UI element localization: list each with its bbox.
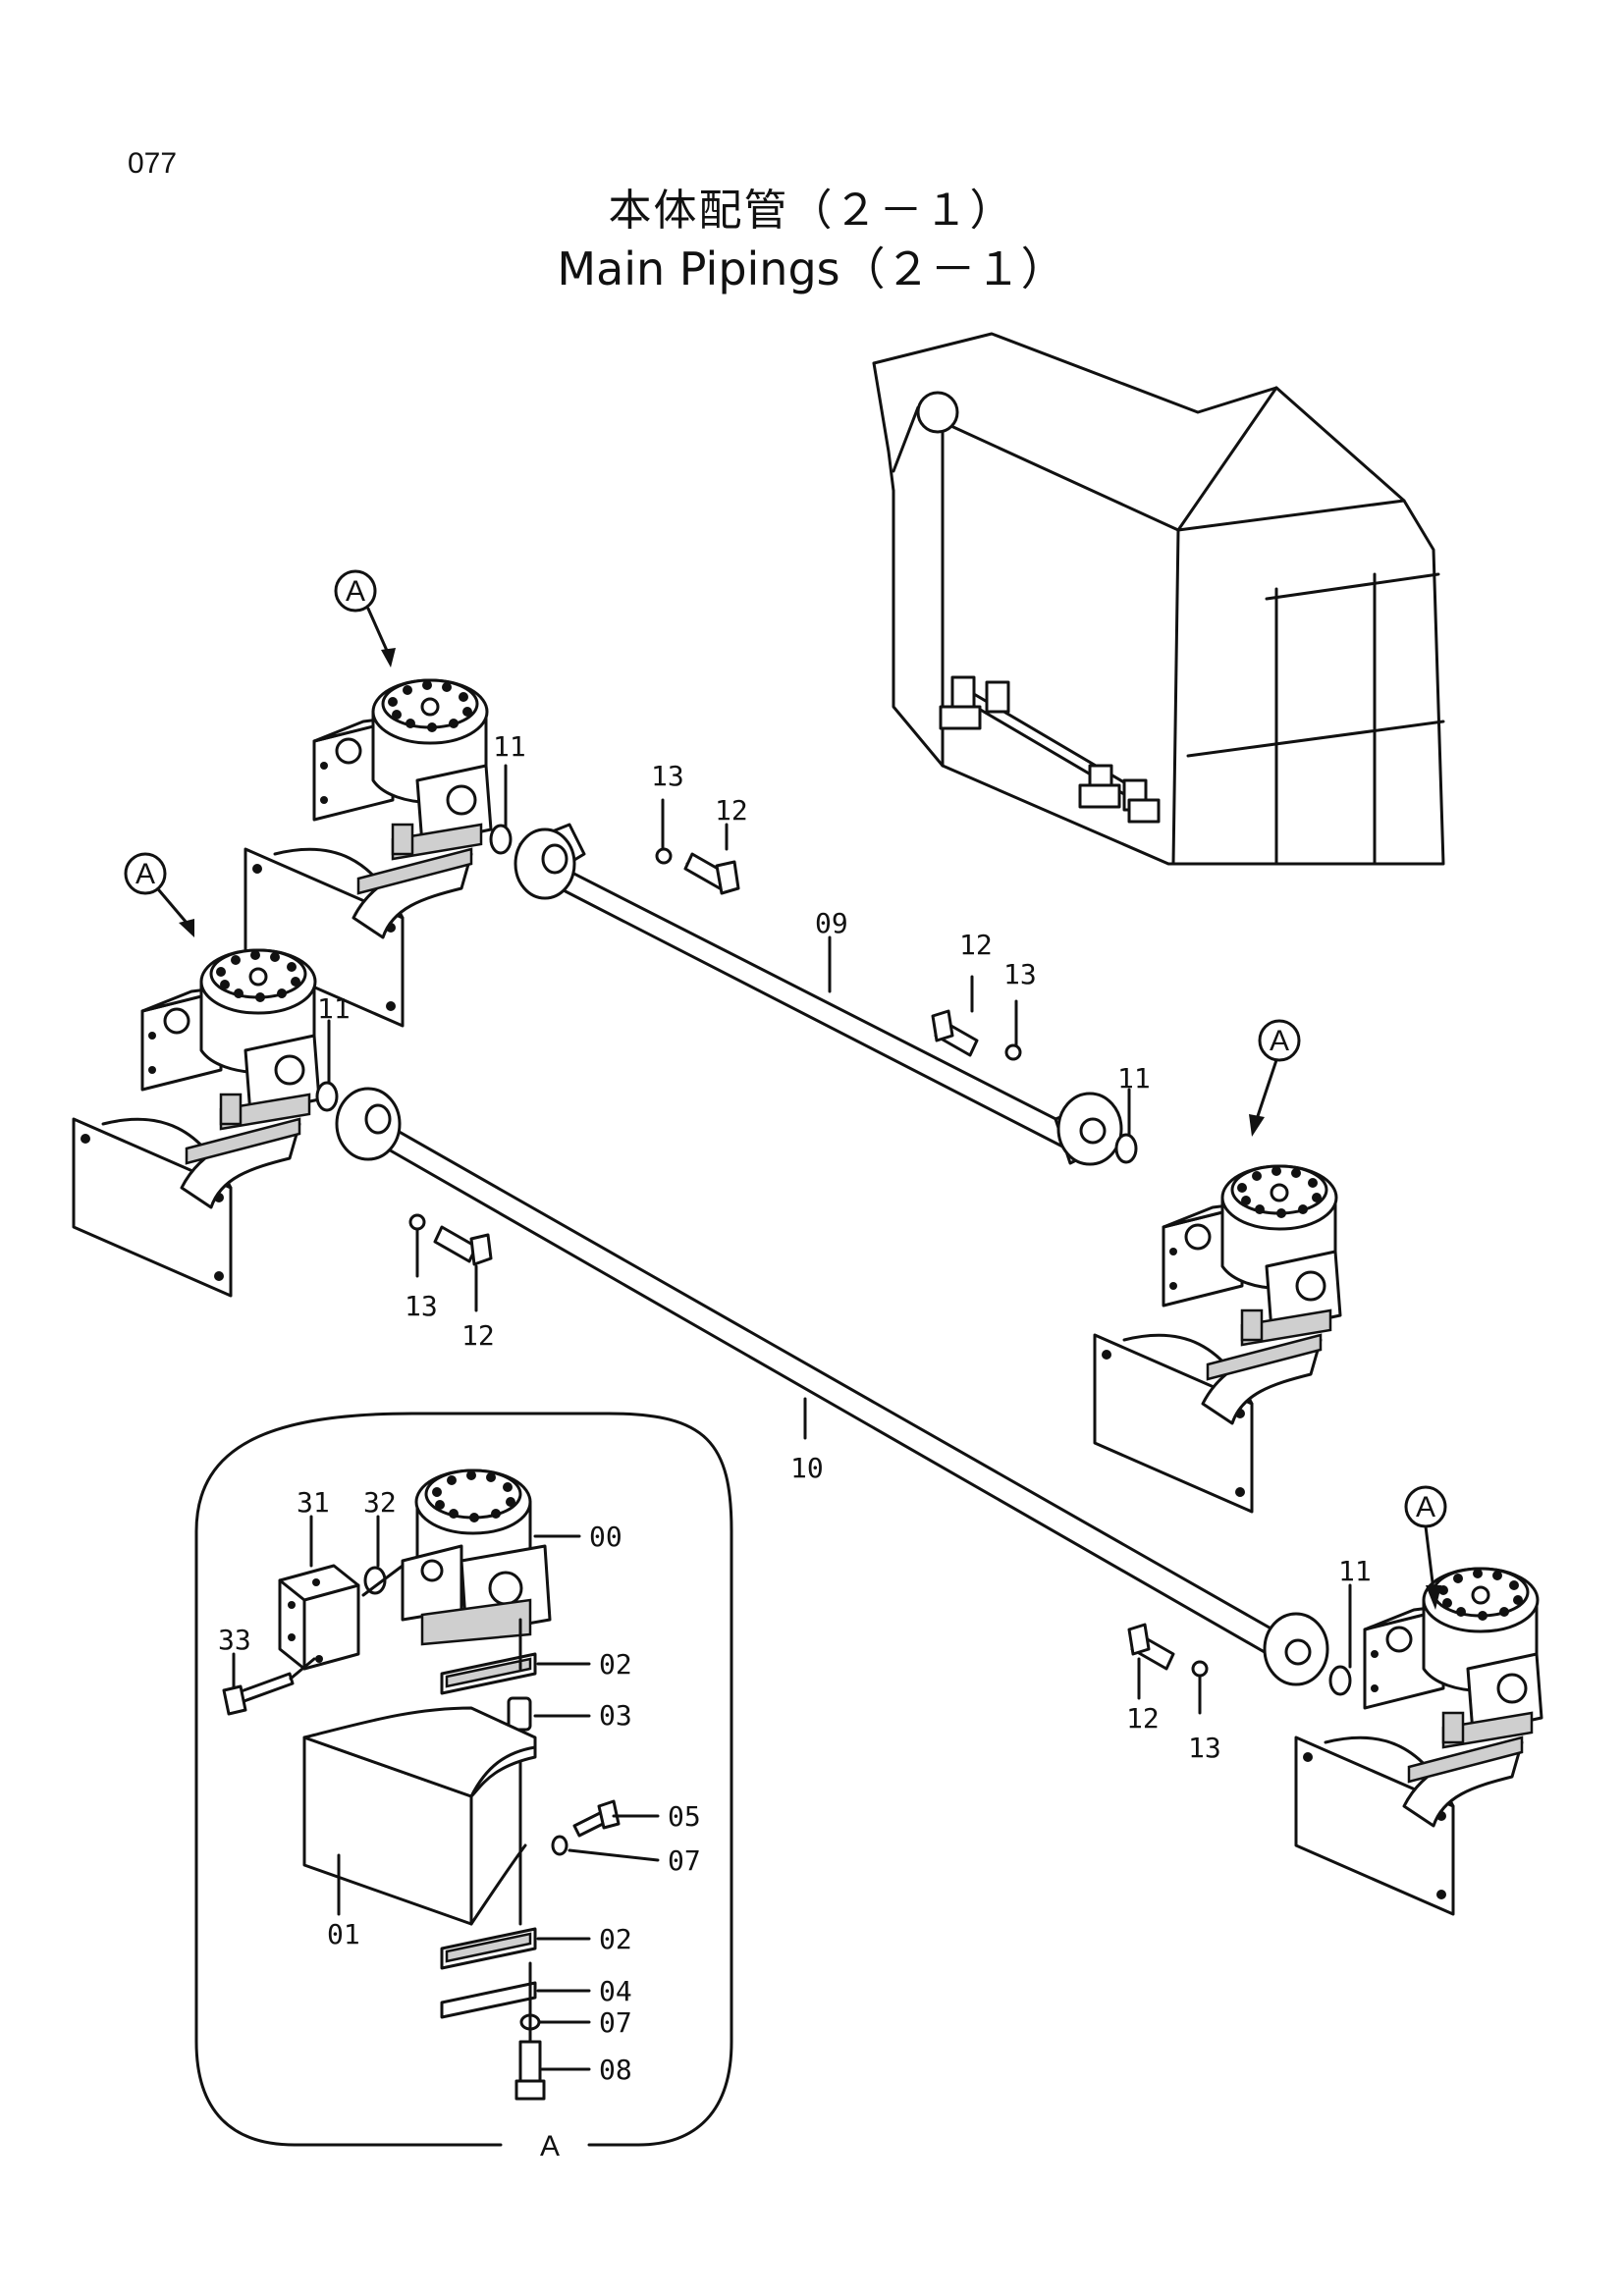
swivel-assembly-lower-right bbox=[1294, 1567, 1543, 1916]
callout-12: 12 bbox=[959, 929, 993, 961]
callout-01: 01 bbox=[327, 1918, 360, 1950]
callout-31: 31 bbox=[297, 1486, 330, 1519]
callout-33: 33 bbox=[218, 1624, 251, 1656]
reference-marker-a-4: A bbox=[1404, 1485, 1447, 1610]
svg-text:A: A bbox=[346, 575, 365, 608]
detail-view-a: A bbox=[194, 1412, 733, 2163]
callout-11: 11 bbox=[1117, 1062, 1151, 1095]
callout-32: 32 bbox=[363, 1486, 397, 1519]
page-title-japanese: 本体配管（２－１） bbox=[608, 186, 1015, 236]
callout-07: 07 bbox=[599, 2006, 632, 2039]
callout-09: 09 bbox=[815, 907, 848, 939]
machine-body-illustration bbox=[872, 332, 1445, 866]
reference-marker-a-2: A bbox=[124, 852, 194, 937]
swivel-assembly-middle-left bbox=[72, 948, 321, 1298]
page-title-english: Main Pipings（２－１） bbox=[557, 242, 1066, 295]
reference-marker-a-3: A bbox=[1249, 1019, 1301, 1137]
callout-13: 13 bbox=[651, 760, 684, 792]
callout-05: 05 bbox=[668, 1800, 701, 1833]
callout-12: 12 bbox=[461, 1319, 495, 1352]
detail-view-label: A bbox=[540, 2130, 560, 2163]
callout-11: 11 bbox=[1338, 1555, 1372, 1587]
callout-03: 03 bbox=[599, 1699, 632, 1732]
callout-08: 08 bbox=[599, 2054, 632, 2086]
o-rings bbox=[315, 824, 1352, 1696]
swivel-assembly-middle-right bbox=[1093, 1164, 1342, 1514]
callout-07: 07 bbox=[668, 1844, 701, 1877]
pipe-09 bbox=[514, 823, 1123, 1166]
page-number: 077 bbox=[128, 147, 178, 180]
leader-lines bbox=[327, 764, 1352, 1715]
callout-04: 04 bbox=[599, 1975, 632, 2007]
svg-text:A: A bbox=[1270, 1025, 1289, 1057]
callout-13: 13 bbox=[1188, 1732, 1221, 1764]
pipe-10 bbox=[335, 1087, 1329, 1686]
bolts-and-washers bbox=[408, 847, 1209, 1678]
callout-12: 12 bbox=[1126, 1702, 1160, 1735]
svg-text:A: A bbox=[135, 858, 155, 890]
reference-marker-a-1: A bbox=[334, 569, 396, 667]
main-callouts: 11 13 12 09 12 13 11 11 13 12 10 11 12 1… bbox=[317, 730, 1372, 1764]
callout-02: 02 bbox=[599, 1923, 632, 1955]
callout-02: 02 bbox=[599, 1648, 632, 1681]
callout-10: 10 bbox=[790, 1452, 824, 1484]
callout-12: 12 bbox=[715, 794, 748, 827]
callout-13: 13 bbox=[1003, 958, 1037, 990]
callout-00: 00 bbox=[589, 1521, 622, 1553]
callout-11: 11 bbox=[493, 730, 526, 763]
svg-text:A: A bbox=[1416, 1491, 1435, 1523]
callout-11: 11 bbox=[317, 992, 351, 1025]
callout-13: 13 bbox=[405, 1290, 438, 1322]
